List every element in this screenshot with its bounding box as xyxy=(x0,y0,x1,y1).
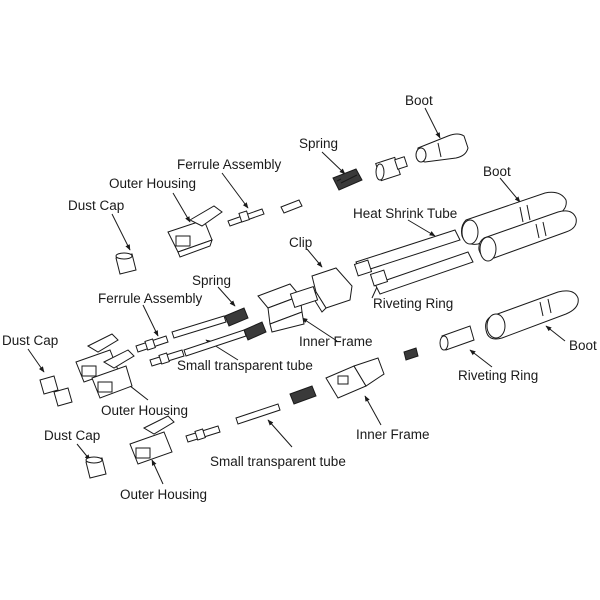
small-tubes-mid xyxy=(171,315,247,357)
dust-cap-top-part xyxy=(115,252,137,275)
riveting-piece-top xyxy=(375,156,408,182)
outer-housing-lower-part xyxy=(129,415,175,465)
inner-frame-upper-part xyxy=(257,283,319,333)
riveting-ring-lower-part xyxy=(439,325,475,351)
label-spring-top: Spring xyxy=(299,136,339,151)
label-ferrule-assembly-top: Ferrule Assembly xyxy=(177,157,282,172)
clip-part xyxy=(311,267,353,313)
label-small-transparent-tube-upper: Small transparent tube xyxy=(177,358,313,373)
label-inner-frame-upper: Inner Frame xyxy=(299,334,373,349)
small-tube-lower xyxy=(235,403,281,425)
label-dust-cap-top: Dust Cap xyxy=(68,198,125,213)
label-inner-frame-lower: Inner Frame xyxy=(356,427,430,442)
ferrule-assembly-top-part xyxy=(227,208,265,227)
label-riveting-ring-upper: Riveting Ring xyxy=(373,296,454,311)
boot-right-pair xyxy=(461,191,577,262)
label-outer-housing-mid: Outer Housing xyxy=(101,403,189,418)
inner-frame-lower-part xyxy=(325,357,385,399)
label-riveting-ring-lower: Riveting Ring xyxy=(458,368,539,383)
small-crimp-part xyxy=(403,347,419,361)
label-boot-lower: Boot xyxy=(569,338,597,353)
small-tube-top xyxy=(280,199,303,214)
label-heat-shrink-tube: Heat Shrink Tube xyxy=(353,206,458,221)
label-small-transparent-tube-lower: Small transparent tube xyxy=(210,454,346,469)
dust-cap-lower-part xyxy=(85,456,107,479)
leader-lines xyxy=(27,107,566,485)
label-dust-cap-mid: Dust Cap xyxy=(2,333,59,348)
label-boot-right: Boot xyxy=(483,164,511,179)
label-clip: Clip xyxy=(289,235,313,250)
label-ferrule-assembly-mid: Ferrule Assembly xyxy=(98,291,203,306)
label-outer-housing-bottom: Outer Housing xyxy=(120,487,208,502)
dust-cap-mid-parts xyxy=(39,375,73,407)
spring-mid-parts xyxy=(224,307,267,341)
ferrule-assembly-lower-part xyxy=(185,425,221,443)
label-outer-housing-top: Outer Housing xyxy=(109,176,197,191)
outer-housing-mid-parts xyxy=(75,333,135,399)
label-spring-mid: Spring xyxy=(192,273,232,288)
ferrule-assembly-mid-parts xyxy=(135,335,185,367)
label-boot-top: Boot xyxy=(405,93,433,108)
boot-lower-part xyxy=(485,290,579,340)
spring-top-part xyxy=(332,168,363,191)
label-dust-cap-bottom: Dust Cap xyxy=(44,428,101,443)
outer-housing-top-part xyxy=(167,205,223,258)
riveting-ring-upper-part xyxy=(353,259,389,287)
boot-top-part xyxy=(415,133,469,163)
spring-lower-part xyxy=(289,385,317,405)
